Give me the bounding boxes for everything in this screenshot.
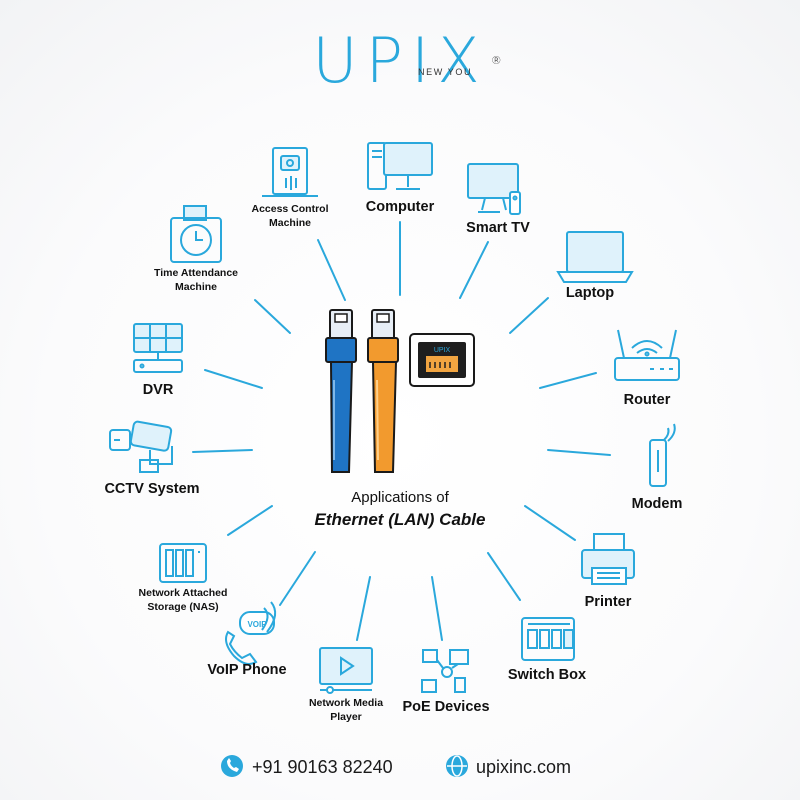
desktop-computer-icon bbox=[367, 142, 433, 190]
registered-mark: ® bbox=[490, 54, 502, 67]
label-computer: Computer bbox=[365, 199, 435, 215]
switch-box-icon bbox=[521, 617, 575, 661]
connector-media-player bbox=[356, 576, 371, 641]
connector-dvr bbox=[204, 369, 263, 389]
voip-phone-icon bbox=[225, 601, 277, 665]
brand-tagline: NEW YOU bbox=[418, 67, 473, 77]
ethernet-port-icon bbox=[409, 333, 475, 387]
center-caption: Applications of bbox=[351, 489, 449, 506]
modem-icon bbox=[649, 423, 676, 487]
label-cctv: CCTV System bbox=[104, 481, 200, 497]
center-title: Ethernet (LAN) Cable bbox=[314, 510, 486, 529]
time-clock-icon bbox=[170, 205, 222, 263]
voip-badge: VOIP bbox=[247, 620, 267, 629]
connector-access-control bbox=[317, 239, 346, 301]
brand-name: UPIX® bbox=[312, 24, 502, 97]
footer-phone[interactable]: +91 90163 82240 bbox=[252, 756, 393, 777]
label-time-attendance: Time Attendance Machine bbox=[153, 267, 239, 293]
blue-cable bbox=[325, 309, 357, 473]
cctv-camera-icon bbox=[109, 420, 173, 473]
brand-logo: UPIX® bbox=[0, 30, 800, 92]
tv-remote-icon bbox=[467, 163, 521, 215]
label-printer: Printer bbox=[584, 594, 632, 610]
label-switch-box: Switch Box bbox=[507, 667, 587, 683]
wifi-router-icon bbox=[614, 329, 680, 381]
label-access-control: Access Control Machine bbox=[251, 203, 329, 229]
footer-website[interactable]: upixinc.com bbox=[476, 756, 572, 777]
connector-switch-box bbox=[487, 552, 521, 601]
connector-laptop bbox=[509, 297, 549, 334]
label-dvr: DVR bbox=[142, 382, 174, 398]
printer-icon bbox=[581, 533, 635, 585]
plug-brand: UPIX bbox=[434, 347, 451, 354]
connector-voip bbox=[279, 551, 316, 606]
poe-devices-icon bbox=[421, 649, 469, 693]
label-nas: Network Attached Storage (NAS) bbox=[138, 587, 228, 613]
connector-modem bbox=[547, 449, 611, 456]
fingerprint-door-icon bbox=[262, 147, 318, 197]
phone-icon bbox=[221, 755, 243, 777]
connector-cctv bbox=[192, 449, 253, 453]
media-player-icon bbox=[319, 647, 373, 694]
globe-icon bbox=[446, 755, 468, 777]
label-media-player: Network Media Player bbox=[308, 697, 384, 723]
connector-printer bbox=[524, 505, 576, 541]
label-smart-tv: Smart TV bbox=[466, 220, 530, 236]
connector-nas bbox=[227, 505, 273, 536]
dvr-icon bbox=[133, 323, 183, 373]
orange-cable bbox=[367, 309, 399, 473]
laptop-icon bbox=[556, 231, 634, 283]
connector-time-attendance bbox=[254, 299, 291, 334]
label-router: Router bbox=[623, 392, 671, 408]
connector-poe bbox=[431, 576, 443, 641]
nas-icon bbox=[159, 543, 207, 583]
label-poe: PoE Devices bbox=[402, 699, 490, 715]
label-modem: Modem bbox=[631, 496, 683, 512]
label-laptop: Laptop bbox=[565, 285, 615, 301]
connector-smart-tv bbox=[459, 241, 489, 299]
label-voip: VoIP Phone bbox=[207, 662, 287, 678]
connector-router bbox=[539, 372, 597, 389]
